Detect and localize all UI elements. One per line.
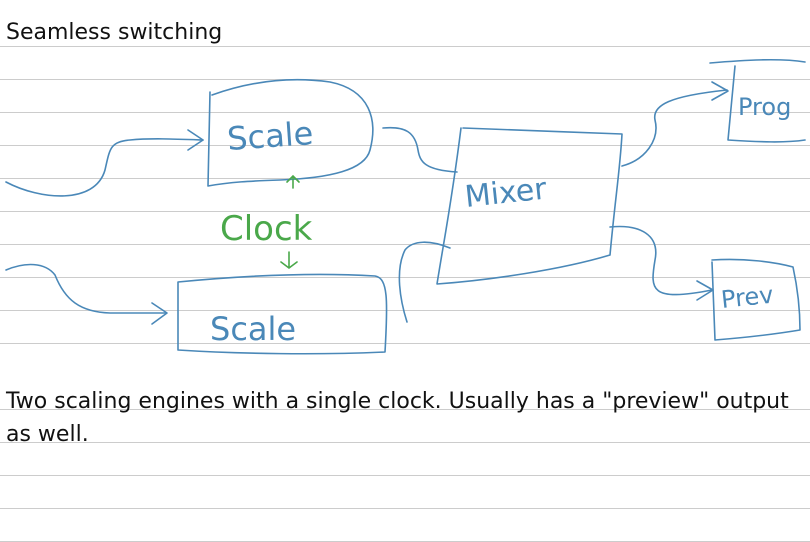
mixer-to-preview-wire [609,225,713,296]
bottom-scaler-box [177,273,388,355]
top-scaler-box [207,78,374,187]
preview-output-box [711,258,801,341]
top-scaler-label: Scale [226,114,315,158]
program-output-box [709,58,806,143]
top-input-arrowhead [187,129,204,151]
program-arrowhead [711,81,729,101]
bottom-scaler-to-mixer-wire [398,241,451,323]
top-input-wire [5,138,204,197]
preview-label: Prev [720,281,775,314]
bottom-scaler-label: Scale [210,310,296,348]
program-label: Prog [738,93,791,121]
note-title: Seamless switching [6,20,223,45]
note-caption: Two scaling engines with a single clock.… [6,389,789,447]
clock-down-arrow [280,251,298,269]
clock-label: Clock [220,209,313,249]
mixer-label: Mixer [463,172,549,215]
bottom-input-wire [5,263,166,314]
clock-up-arrow [286,174,300,189]
bottom-input-arrowhead [151,302,168,325]
mixer-box [436,127,623,285]
mixer-to-program-wire [621,89,728,167]
top-scaler-to-mixer-wire [382,126,458,173]
